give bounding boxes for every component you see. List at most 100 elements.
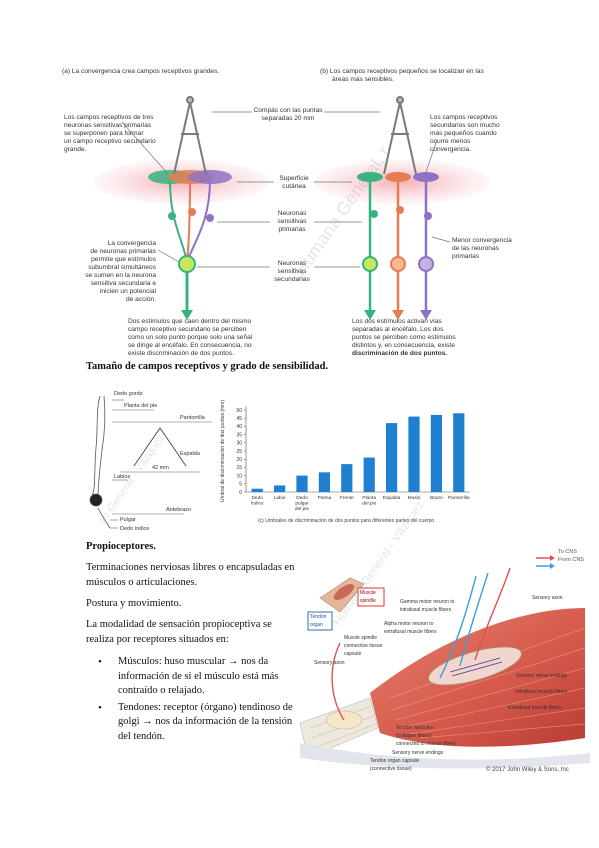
label-sensory-axon-left: Sensory axon <box>314 660 345 666</box>
compass-right <box>383 96 417 175</box>
y-tick-label: 50 <box>236 408 242 414</box>
bar <box>251 488 263 492</box>
chart-caption: (c) Umbrales de discriminación de dos pu… <box>258 518 434 524</box>
label-dedo-indice: Dedo índice <box>120 526 150 532</box>
caption-b: (b) Los campos receptivos pequeños se lo… <box>320 68 484 83</box>
receptive-field-purple <box>188 170 232 184</box>
y-tick-label: 5 <box>239 482 242 488</box>
y-tick-label: 25 <box>236 449 242 455</box>
skin-surface-right <box>314 160 490 204</box>
x-tick-label: Espalda <box>383 495 401 501</box>
bar <box>386 423 398 492</box>
label-distance: 42 mm <box>152 465 169 471</box>
small-field-orange <box>385 172 411 182</box>
receptive-fields-illustration <box>94 96 490 320</box>
y-tick-label: 40 <box>236 424 242 430</box>
y-tick-label: 35 <box>236 432 242 438</box>
label-pantorrilla: Pantorrilla <box>180 415 205 421</box>
secondary-neuron-right <box>362 256 378 272</box>
x-tick-label: Muslo <box>408 495 421 501</box>
label-espalda: Espalda <box>180 451 200 457</box>
primary-neurons-right <box>364 180 432 320</box>
bar <box>274 485 286 492</box>
label-planta: Planta del pie <box>124 403 158 409</box>
paragraph: Terminaciones nerviosas libres o encapsu… <box>86 562 295 588</box>
secondary-neuron-right <box>390 256 406 272</box>
secondary-neuron-right <box>418 256 434 272</box>
section-title-receptive-fields: Tamaño de campos receptivos y grado de s… <box>86 361 329 372</box>
compass-left <box>173 96 207 175</box>
x-tick-label: Pantorrilla <box>448 495 470 501</box>
x-tick-label: del pie <box>295 506 309 512</box>
y-tick-label: 15 <box>236 465 242 471</box>
x-tick-label: índice <box>251 501 264 507</box>
x-tick-label: pulgar <box>295 501 309 507</box>
body-silhouette <box>91 395 101 497</box>
caption-a: (a) La convergencia crea campos receptiv… <box>62 68 220 75</box>
x-tick-label: Brazo <box>430 495 443 501</box>
receptive-fields-figure: (a) La convergencia crea campos receptiv… <box>62 62 512 362</box>
bar <box>453 413 465 492</box>
primary-cell-body <box>188 208 196 216</box>
x-tick-label: Dedo <box>251 495 263 501</box>
label-antebrazo: Antebrazo <box>166 507 192 513</box>
bar <box>408 416 420 492</box>
sensory-axon-left <box>331 642 345 721</box>
legend-from-cns: From CNS <box>558 557 584 563</box>
muscle-spindle-illustration <box>299 555 590 769</box>
x-tick-label: Planta <box>362 495 376 501</box>
bar <box>430 414 442 492</box>
label-golgi-capsule: Tendon organ capsule(connective tissue) <box>370 758 420 772</box>
receptor-list: Músculos: huso muscular → nos da informa… <box>86 655 296 744</box>
label-sensory-endings: Sensory nerve endings <box>516 673 568 679</box>
paragraph: La modalidad de sensación propioceptiva … <box>86 619 272 645</box>
primary-cell-body <box>206 214 214 222</box>
x-tick-label: Labio <box>274 495 286 501</box>
label-labios: Labios <box>114 474 131 480</box>
label-intrafusal: Intrafusal muscle fibers <box>516 689 568 695</box>
alpha-motor-neuron <box>439 575 477 679</box>
tendon-organ-box <box>307 611 333 631</box>
sensory-axon-top <box>474 567 511 661</box>
list-item: Músculos: huso muscular → nos da informa… <box>86 655 296 699</box>
bar <box>341 464 353 492</box>
label-sensory-axon-top: Sensory axon <box>532 595 563 601</box>
label-extrafusal: Extrafusal muscle fibers <box>508 705 562 711</box>
gamma-motor-neuron <box>459 572 489 667</box>
x-tick-label: Dedo <box>296 495 308 501</box>
small-field-purple <box>413 172 439 182</box>
y-tick-label: 20 <box>236 457 242 463</box>
small-field-green <box>357 172 383 182</box>
y-axis-label: Umbral de discriminación de dos puntos (… <box>220 400 226 502</box>
y-tick-label: 0 <box>239 490 242 496</box>
secondary-neuron-left <box>178 255 196 273</box>
label-pulgar: Pulgar <box>120 517 136 523</box>
muscle-spindle <box>428 646 522 686</box>
label-dedo-gordo: Dedo gordo <box>114 391 143 397</box>
proprioceptor-text: Terminaciones nerviosas libres o encapsu… <box>86 560 296 746</box>
copyright: © 2017 John Wiley & Sons, Inc <box>486 767 569 773</box>
label-fascicles: Tendon fascicles(collagen fibers)connect… <box>396 725 456 747</box>
primary-cell-body <box>168 212 176 220</box>
y-tick-label: 30 <box>236 441 242 447</box>
paragraph: Postura y movimiento. <box>86 598 182 609</box>
y-tick-label: 10 <box>236 473 242 479</box>
x-tick-label: Palma <box>318 495 332 501</box>
x-tick-label: Frente <box>340 495 354 501</box>
